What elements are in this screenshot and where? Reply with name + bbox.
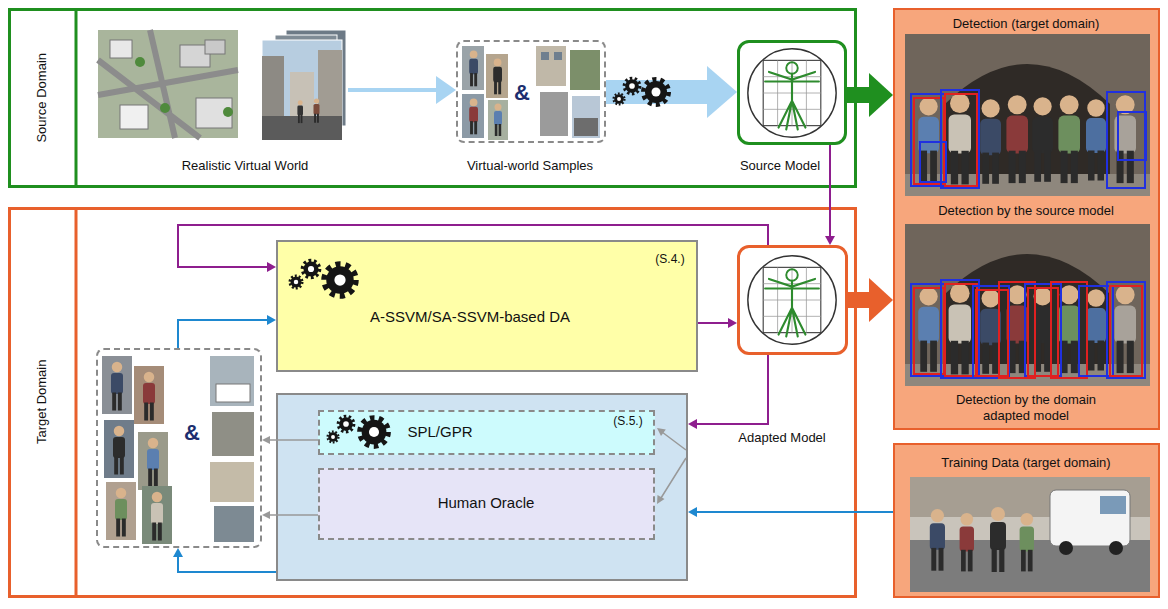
node-label: Detection (target domain) xyxy=(953,16,1100,32)
node-label: Training Data (target domain) xyxy=(941,455,1110,471)
arrow-line xyxy=(269,514,318,516)
node-label: Detection by the domain adapted model xyxy=(931,392,1121,423)
arrow-line xyxy=(848,292,870,308)
sample-box: &Virtual-world Samples xyxy=(456,40,606,143)
node-label: Target Domain xyxy=(34,360,50,445)
node-label: (S.5.) xyxy=(613,414,642,428)
node-label: SPL/GPR xyxy=(407,423,472,441)
node-label: & xyxy=(514,80,530,106)
domain-band: Target Domain A-SSVM/SA-SSVM-based DA (S.4… xyxy=(8,207,857,598)
detection-panel: Detection (target domain) Detection by th… xyxy=(893,8,1160,430)
process-box: SPL/GPR (S.5.) xyxy=(318,410,655,455)
gear-icon xyxy=(614,94,625,105)
virtual-world-image: Realistic Virtual World xyxy=(96,28,348,142)
node-label: & xyxy=(184,420,200,446)
sample-box: & xyxy=(96,348,262,548)
node-label: Source Model xyxy=(740,158,820,174)
node-label: Adapted Model xyxy=(738,430,825,446)
process-box: Human Oracle xyxy=(318,468,655,540)
selection-container: SPL/GPR (S.5.) Human Oracle xyxy=(276,393,688,581)
arrow-line xyxy=(348,88,437,92)
training-panel: Training Data (target domain) xyxy=(893,443,1160,598)
gear-icon xyxy=(624,78,640,94)
node-label: Virtual-world Samples xyxy=(467,158,593,174)
model-box: Adapted Model xyxy=(737,245,848,355)
arrow-head xyxy=(869,278,893,322)
adaptation-box: A-SSVM/SA-SSVM-based DA (S.4.) xyxy=(276,240,698,372)
arrow-head xyxy=(869,73,893,117)
arrow-line xyxy=(696,511,893,513)
arrow-line xyxy=(269,439,318,441)
arrow-line xyxy=(698,322,729,324)
node-label: Detection by the source model xyxy=(938,203,1114,219)
node-label: Source Domain xyxy=(34,53,50,143)
model-box: Source Model xyxy=(737,40,847,145)
arrow-line xyxy=(847,87,870,103)
arrow-line xyxy=(606,80,708,104)
node-label: Realistic Virtual World xyxy=(182,158,309,174)
node-label: A-SSVM/SA-SSVM-based DA xyxy=(370,308,570,326)
node-label: (S.4.) xyxy=(655,252,684,266)
node-label: Human Oracle xyxy=(438,494,535,512)
gear-icon xyxy=(644,80,669,105)
arrow-line xyxy=(829,145,831,237)
